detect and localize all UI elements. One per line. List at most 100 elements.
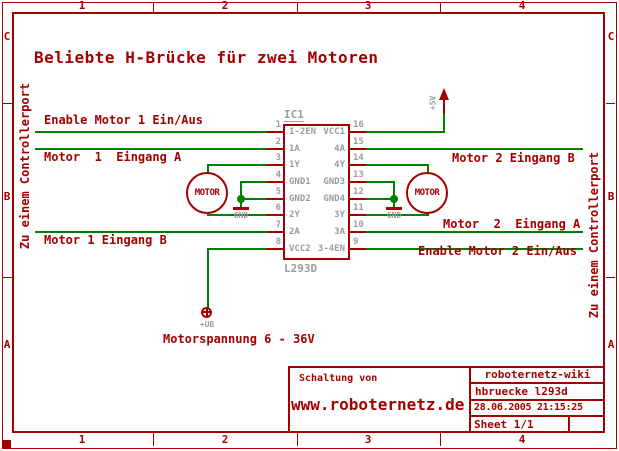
ic-pin-label: 3A — [334, 227, 345, 237]
ic-pin-number: 15 — [353, 137, 364, 147]
ic-pin-label: GND2 — [289, 194, 311, 204]
frame-corner-mark — [2, 440, 11, 448]
ic-pin-number: 5 — [275, 187, 281, 197]
ic-pin-label: GND4 — [323, 194, 345, 204]
ic-pin-label: 3-4EN — [317, 244, 345, 254]
ic-pin-number: 4 — [275, 170, 281, 180]
ic-pin-stub — [350, 198, 366, 200]
credit-line: Schaltung von — [299, 373, 378, 384]
net-gnd-left-vertical — [240, 181, 242, 207]
net-vcc2-wire — [207, 248, 209, 308]
ic-pin-stub — [350, 181, 366, 183]
title-block-divider — [470, 399, 605, 401]
frame-tick — [297, 433, 298, 446]
ic-pin-label: GND3 — [323, 177, 345, 187]
title-block-divider — [470, 382, 605, 384]
ic-pin-number: 6 — [275, 203, 281, 213]
timestamp: 28.06.2005 21:15:25 — [474, 402, 583, 413]
net-gnd4-wire — [352, 198, 395, 200]
net-motor2-top-wire — [427, 164, 429, 174]
ic-pin-label: 1Y — [289, 160, 300, 170]
plus5v-symbol — [443, 96, 445, 114]
ic-pin-number: 1 — [275, 120, 281, 130]
net-label-enable1: Enable Motor 1 Ein/Aus — [44, 113, 203, 127]
frame-tick — [3, 103, 12, 104]
ic-pin-number: 7 — [275, 220, 281, 230]
motor-voltage-note: Motorspannung 6 - 36V — [163, 332, 315, 346]
ic-pin-stub — [267, 248, 283, 250]
ic-pin-label: GND1 — [289, 177, 311, 187]
ic-pin-label: 2Y — [289, 210, 300, 220]
frame-col-3-top: 3 — [364, 0, 372, 12]
credit-url: www.roboternetz.de — [291, 395, 465, 414]
plus-ub-label: +UB — [199, 320, 215, 329]
ic-pin-number: 9 — [353, 237, 359, 247]
frame-tick — [297, 2, 298, 12]
frame-col-4-top: 4 — [518, 0, 526, 12]
net-motor1a-wire — [35, 148, 267, 150]
frame-col-2-bottom: 2 — [221, 433, 229, 446]
frame-row-a-right: A — [607, 338, 615, 351]
frame-col-3-bottom: 3 — [364, 433, 372, 446]
frame-row-b-left: B — [3, 190, 11, 203]
ic-pin-label: 4Y — [334, 160, 345, 170]
ic-pin-number: 12 — [353, 187, 364, 197]
page-title: Beliebte H-Brücke für zwei Motoren — [34, 48, 379, 67]
frame-tick — [440, 433, 441, 446]
ic-pin-number: 3 — [275, 153, 281, 163]
net-motor2a-wire — [352, 231, 583, 233]
net-motor2-top-wire — [352, 164, 429, 166]
net-motor1b-wire — [35, 231, 267, 233]
title-block-divider — [568, 416, 570, 433]
ic-name-label: IC1 — [284, 108, 304, 122]
ic-pin-label: VCC2 — [289, 244, 311, 254]
ic-pin-stub — [267, 164, 283, 166]
net-motor1-bottom-wire — [207, 214, 267, 216]
ic-l293d-body — [283, 124, 350, 260]
ic-pin-stub — [350, 231, 366, 233]
left-port-label: Zu einem Controllerport — [18, 82, 32, 250]
gnd-symbol-right — [386, 207, 402, 210]
net-gnd3-wire — [352, 181, 395, 183]
net-vcc1-wire — [352, 131, 444, 133]
ic-value-label: L293D — [284, 262, 318, 275]
frame-tick — [3, 277, 12, 278]
gnd-label-left: GND — [233, 211, 249, 220]
ic-pin-stub — [267, 198, 283, 200]
document-name: hbruecke l293d — [475, 385, 568, 398]
plus5v-arrow-icon — [439, 88, 449, 100]
frame-tick — [606, 277, 615, 278]
ic-pin-stub — [350, 248, 366, 250]
ic-pin-number: 16 — [353, 120, 364, 130]
frame-tick — [153, 433, 154, 446]
net-label-motor2b: Motor 2 Eingang B — [452, 151, 575, 165]
motor1-label: MOTOR — [194, 188, 220, 198]
ic-pin-number: 11 — [353, 203, 364, 213]
ic-pin-label: 2A — [289, 227, 300, 237]
net-gnd-right-vertical — [393, 181, 395, 207]
ic-pin-number: 13 — [353, 170, 364, 180]
frame-col-2-top: 2 — [221, 0, 229, 12]
net-enable2-wire — [352, 248, 583, 250]
right-port-label: Zu einem Controllerport — [587, 151, 601, 319]
ic-pin-stub — [267, 214, 283, 216]
frame-tick — [606, 103, 615, 104]
frame-tick — [440, 2, 441, 12]
ic-pin-stub — [350, 164, 366, 166]
ic-pin-label: 1A — [289, 144, 300, 154]
frame-tick — [153, 2, 154, 12]
ic-pin-stub — [267, 148, 283, 150]
ic-pin-stub — [350, 131, 366, 133]
ic-pin-label: 3Y — [334, 210, 345, 220]
title-block-divider — [470, 415, 605, 417]
net-label-motor1b: Motor 1 Eingang B — [44, 233, 167, 247]
net-label-enable2: Enable Motor 2 Ein/Aus — [418, 244, 577, 258]
ic-pin-number: 14 — [353, 153, 364, 163]
ic-pin-number: 8 — [275, 237, 281, 247]
ic-pin-label: 4A — [334, 144, 345, 154]
ic-pin-stub — [267, 181, 283, 183]
project-name: roboternetz-wiki — [484, 368, 591, 381]
motor2-symbol: MOTOR — [406, 172, 448, 214]
ic-pin-stub — [350, 148, 366, 150]
